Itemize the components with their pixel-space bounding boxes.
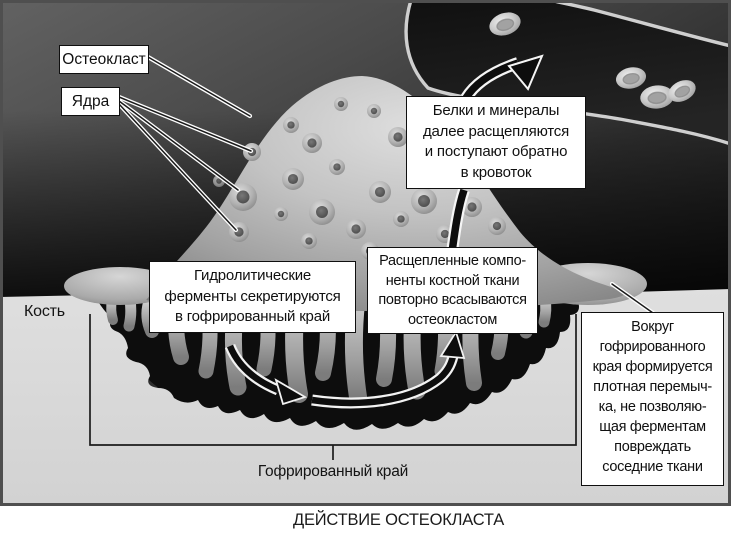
callout-line: и поступают обратно [424, 143, 568, 160]
callout-line: ферменты секретируются [164, 287, 341, 305]
vessel-wall-upper [548, 0, 731, 48]
callout-line: ка, не позволяю- [598, 399, 707, 415]
sealing-zone-leader-line [609, 281, 656, 316]
callout-line: Вокруг [631, 319, 674, 335]
arrowhead [439, 329, 466, 360]
figure-caption: ДЕЙСТВИЕ ОСТЕОКЛАСТА [292, 511, 505, 529]
nuclei-label-text: Ядра [71, 92, 110, 110]
callout-line: щая ферментам [599, 419, 706, 435]
callout-line: ненты костной ткани [385, 272, 520, 289]
nucleus [301, 233, 317, 249]
vessel-lumen [406, 0, 731, 144]
callout-line: плотная перемыч- [593, 379, 712, 395]
callout-resorbed: Расщепленные компо- ненты костной ткани … [367, 247, 538, 334]
nuclei-label: Ядра [61, 87, 120, 116]
nucleus [302, 133, 322, 153]
nuclei-leader-lines [116, 94, 254, 233]
callout-line: остеокластом [407, 311, 498, 328]
nucleus [393, 211, 409, 227]
resorption-flow-arrow [311, 329, 466, 409]
nucleus [274, 207, 288, 221]
leader-lines [116, 54, 656, 316]
callout-line: гофрированного [599, 339, 706, 355]
figure-frame [0, 0, 731, 506]
nucleus [388, 127, 408, 147]
nucleus [346, 219, 366, 239]
callout-line: далее расщепляются [422, 122, 570, 140]
bloodstream-arrow [446, 54, 544, 253]
callout-line: повторно всасываются [378, 292, 527, 309]
sealing-rim-left [64, 267, 176, 305]
callout-blood-return: Белки и минералы далее расщепляются и по… [406, 96, 586, 189]
nucleus [334, 97, 348, 111]
nucleus [369, 181, 391, 203]
callout-line: в кровоток [460, 163, 532, 181]
nucleus [411, 188, 437, 214]
nucleus [309, 199, 335, 225]
nucleus [367, 104, 381, 118]
arrowhead [274, 378, 308, 406]
callout-line: соседние ткани [602, 459, 703, 475]
ruffled-border-bracket [89, 314, 577, 460]
osteoclast-label-text: Остеокласт [62, 50, 146, 68]
bone-label: Кость [24, 303, 65, 320]
callout-line: Белки и минералы [432, 102, 560, 119]
callout-line: Гидролитические [193, 267, 312, 284]
nucleus [283, 117, 299, 133]
osteoclast-label: Остеокласт [59, 45, 149, 74]
nucleus [329, 159, 345, 175]
callout-line: в гофрированный край [174, 308, 331, 325]
ruffled-border-label: Гофрированный край [257, 463, 409, 480]
nucleus [282, 168, 304, 190]
osteoclast-leader-line [145, 54, 253, 119]
nucleus [488, 217, 506, 235]
callout-line: края формируется [592, 359, 713, 375]
arrowhead [507, 54, 544, 91]
enzyme-flow-arrow [224, 343, 308, 406]
callout-enzymes: Гидролитические ферменты секретируются в… [149, 261, 356, 333]
callout-line: Расщепленные компо- [379, 253, 526, 269]
callout-sealing-zone: Вокруг гофрированного края формируется п… [581, 312, 724, 486]
bone [0, 289, 731, 506]
callout-line: повреждать [614, 439, 691, 455]
